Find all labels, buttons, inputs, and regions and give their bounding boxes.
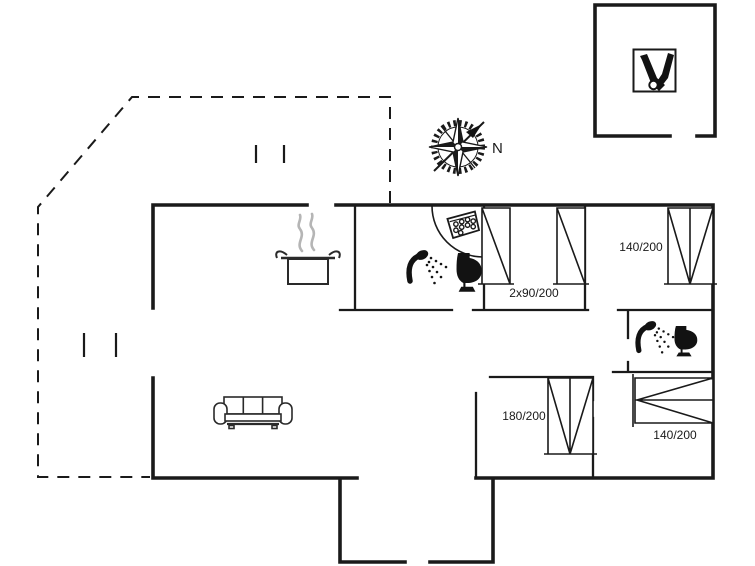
bed-double-top-right <box>664 207 717 285</box>
door-swing-arc <box>431 205 484 258</box>
exterior-walls <box>151 203 715 564</box>
tools-icon <box>632 48 677 93</box>
terrace-outline <box>37 96 391 478</box>
steam-icon <box>297 212 316 253</box>
bed-size-label-bottom-right: 140/200 <box>653 428 697 442</box>
bed-double-bottom-right <box>632 374 714 427</box>
sofa-icon <box>213 396 293 430</box>
shower-icon <box>409 248 447 284</box>
terrace-step-ticks <box>82 145 286 357</box>
compass-rose-icon <box>428 117 488 177</box>
toilet-icon <box>456 253 482 292</box>
bed-size-label-bottom-middle: 180/200 <box>502 409 546 423</box>
bed-single-left <box>478 207 514 285</box>
washbasin-icon <box>446 210 481 240</box>
bed-single-right <box>553 207 589 285</box>
outbuilding-walls <box>593 3 717 138</box>
bed-size-label-top-right: 140/200 <box>619 240 663 254</box>
shower-icon <box>638 319 674 353</box>
toilet-icon <box>674 326 698 357</box>
cooking-pot-icon <box>275 212 341 285</box>
bed-size-label-middle: 2x90/200 <box>509 286 559 300</box>
north-label: N <box>492 140 503 157</box>
bed-double-bottom-middle <box>544 377 597 455</box>
